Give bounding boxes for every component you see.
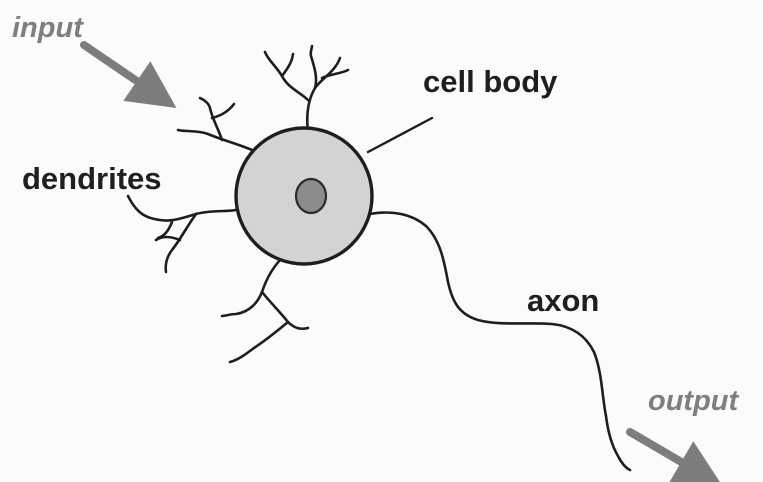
input-label: input — [12, 14, 83, 43]
axon-path — [370, 213, 630, 471]
output-arrow — [630, 432, 695, 470]
axon-label: axon — [527, 285, 599, 316]
input-arrow — [84, 45, 150, 90]
dendrites-label: dendrites — [22, 163, 162, 194]
cell-body-pointer — [368, 118, 432, 152]
cell-body-label: cell body — [423, 66, 557, 97]
output-label: output — [648, 387, 738, 416]
nucleus — [296, 179, 326, 213]
